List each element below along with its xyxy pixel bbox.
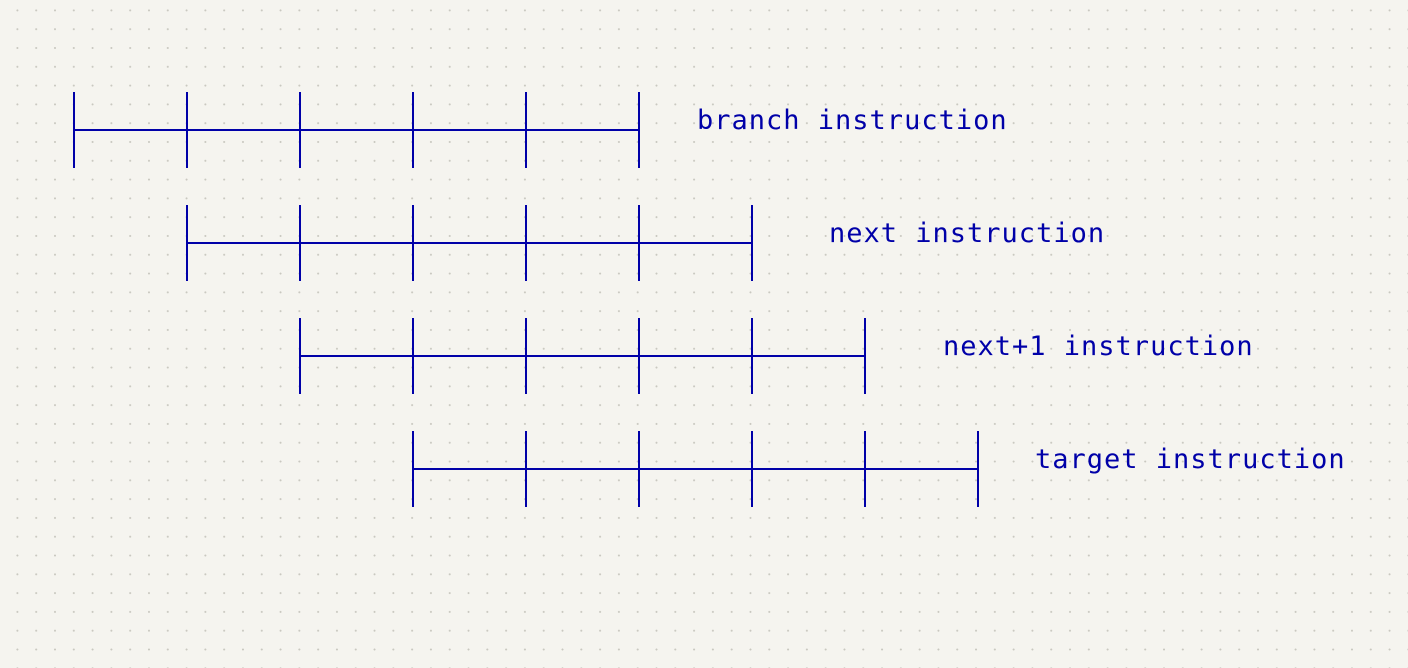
pipeline-rows <box>73 92 979 507</box>
pipeline-row <box>299 318 866 394</box>
row-label-branch: branch instruction <box>697 105 1008 136</box>
row-label-next-plus-1: next+1 instruction <box>943 331 1254 362</box>
pipeline-row <box>186 205 753 281</box>
pipeline-row <box>412 431 979 507</box>
pipeline-row <box>73 92 640 168</box>
pipeline-labels: branch instruction next instruction next… <box>697 105 1346 475</box>
row-label-next: next instruction <box>829 218 1105 249</box>
row-label-target: target instruction <box>1035 444 1346 475</box>
